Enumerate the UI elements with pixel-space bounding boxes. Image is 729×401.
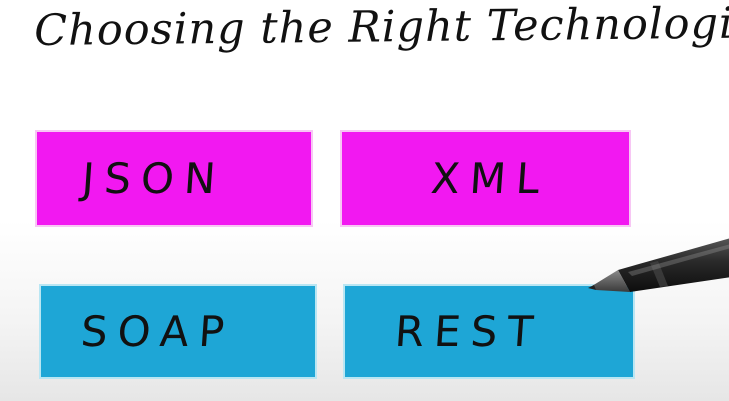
rest-card-label: REST <box>393 307 545 356</box>
xml-card: XML <box>340 130 631 227</box>
page-title: Choosing the Right Technologies <box>34 0 729 56</box>
json-card: JSON <box>35 130 313 227</box>
soap-card: SOAP <box>39 284 317 379</box>
rest-card: REST <box>343 284 635 379</box>
soap-card-label: SOAP <box>79 307 237 356</box>
xml-card-label: XML <box>429 154 552 203</box>
json-card-label: JSON <box>80 154 228 203</box>
